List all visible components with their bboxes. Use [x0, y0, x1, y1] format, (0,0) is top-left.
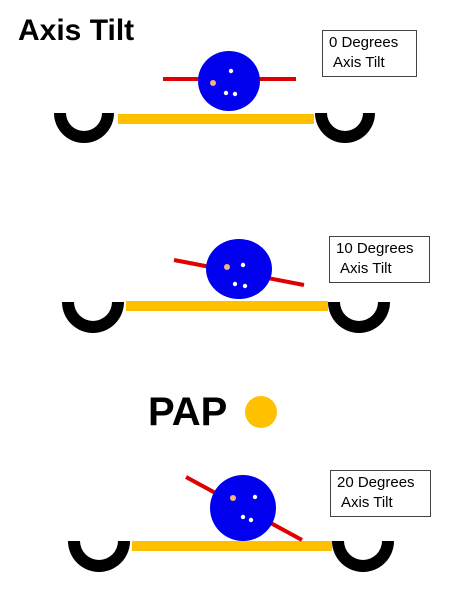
page-title: Axis Tilt — [18, 14, 135, 47]
axle-bar — [132, 541, 332, 551]
diagram-0-degrees — [54, 51, 375, 143]
axle-bar — [126, 301, 328, 311]
white-dot — [228, 68, 234, 74]
left-wheel — [62, 302, 124, 333]
diagram-20-degrees — [68, 475, 394, 572]
orange-sensor — [210, 80, 216, 86]
tilt-degrees-label: 0 Degrees — [329, 34, 399, 51]
white-dot — [252, 494, 258, 500]
axle-bar — [118, 114, 314, 124]
tilt-caption-label: Axis Tilt — [340, 260, 392, 277]
white-dot — [232, 281, 238, 287]
white-dot — [223, 90, 229, 96]
white-dot — [248, 517, 254, 523]
left-wheel — [54, 113, 114, 143]
tilt-degrees-label: 10 Degrees — [336, 240, 414, 257]
pap-dot — [245, 396, 277, 428]
blue-body — [206, 239, 272, 299]
orange-sensor — [230, 495, 236, 501]
tilt-label-box-20: 20 Degrees Axis Tilt — [330, 470, 431, 517]
tilt-degrees-label: 20 Degrees — [337, 474, 415, 491]
white-dot — [240, 262, 246, 268]
white-dot — [240, 514, 246, 520]
diagram-10-degrees — [62, 239, 390, 333]
tilt-caption-label: Axis Tilt — [333, 54, 385, 71]
orange-sensor — [224, 264, 230, 270]
blue-body — [198, 51, 260, 111]
tilt-caption-label: Axis Tilt — [341, 494, 393, 511]
right-wheel — [315, 113, 375, 143]
left-wheel — [68, 541, 130, 572]
white-dot — [242, 283, 248, 289]
blue-body — [210, 475, 276, 541]
right-wheel — [332, 541, 394, 572]
white-dot — [232, 91, 238, 97]
right-wheel — [328, 302, 390, 333]
tilt-label-box-10: 10 Degrees Axis Tilt — [329, 236, 430, 283]
tilt-label-box-0: 0 Degrees Axis Tilt — [322, 30, 417, 77]
pap-label: PAP — [148, 390, 228, 434]
